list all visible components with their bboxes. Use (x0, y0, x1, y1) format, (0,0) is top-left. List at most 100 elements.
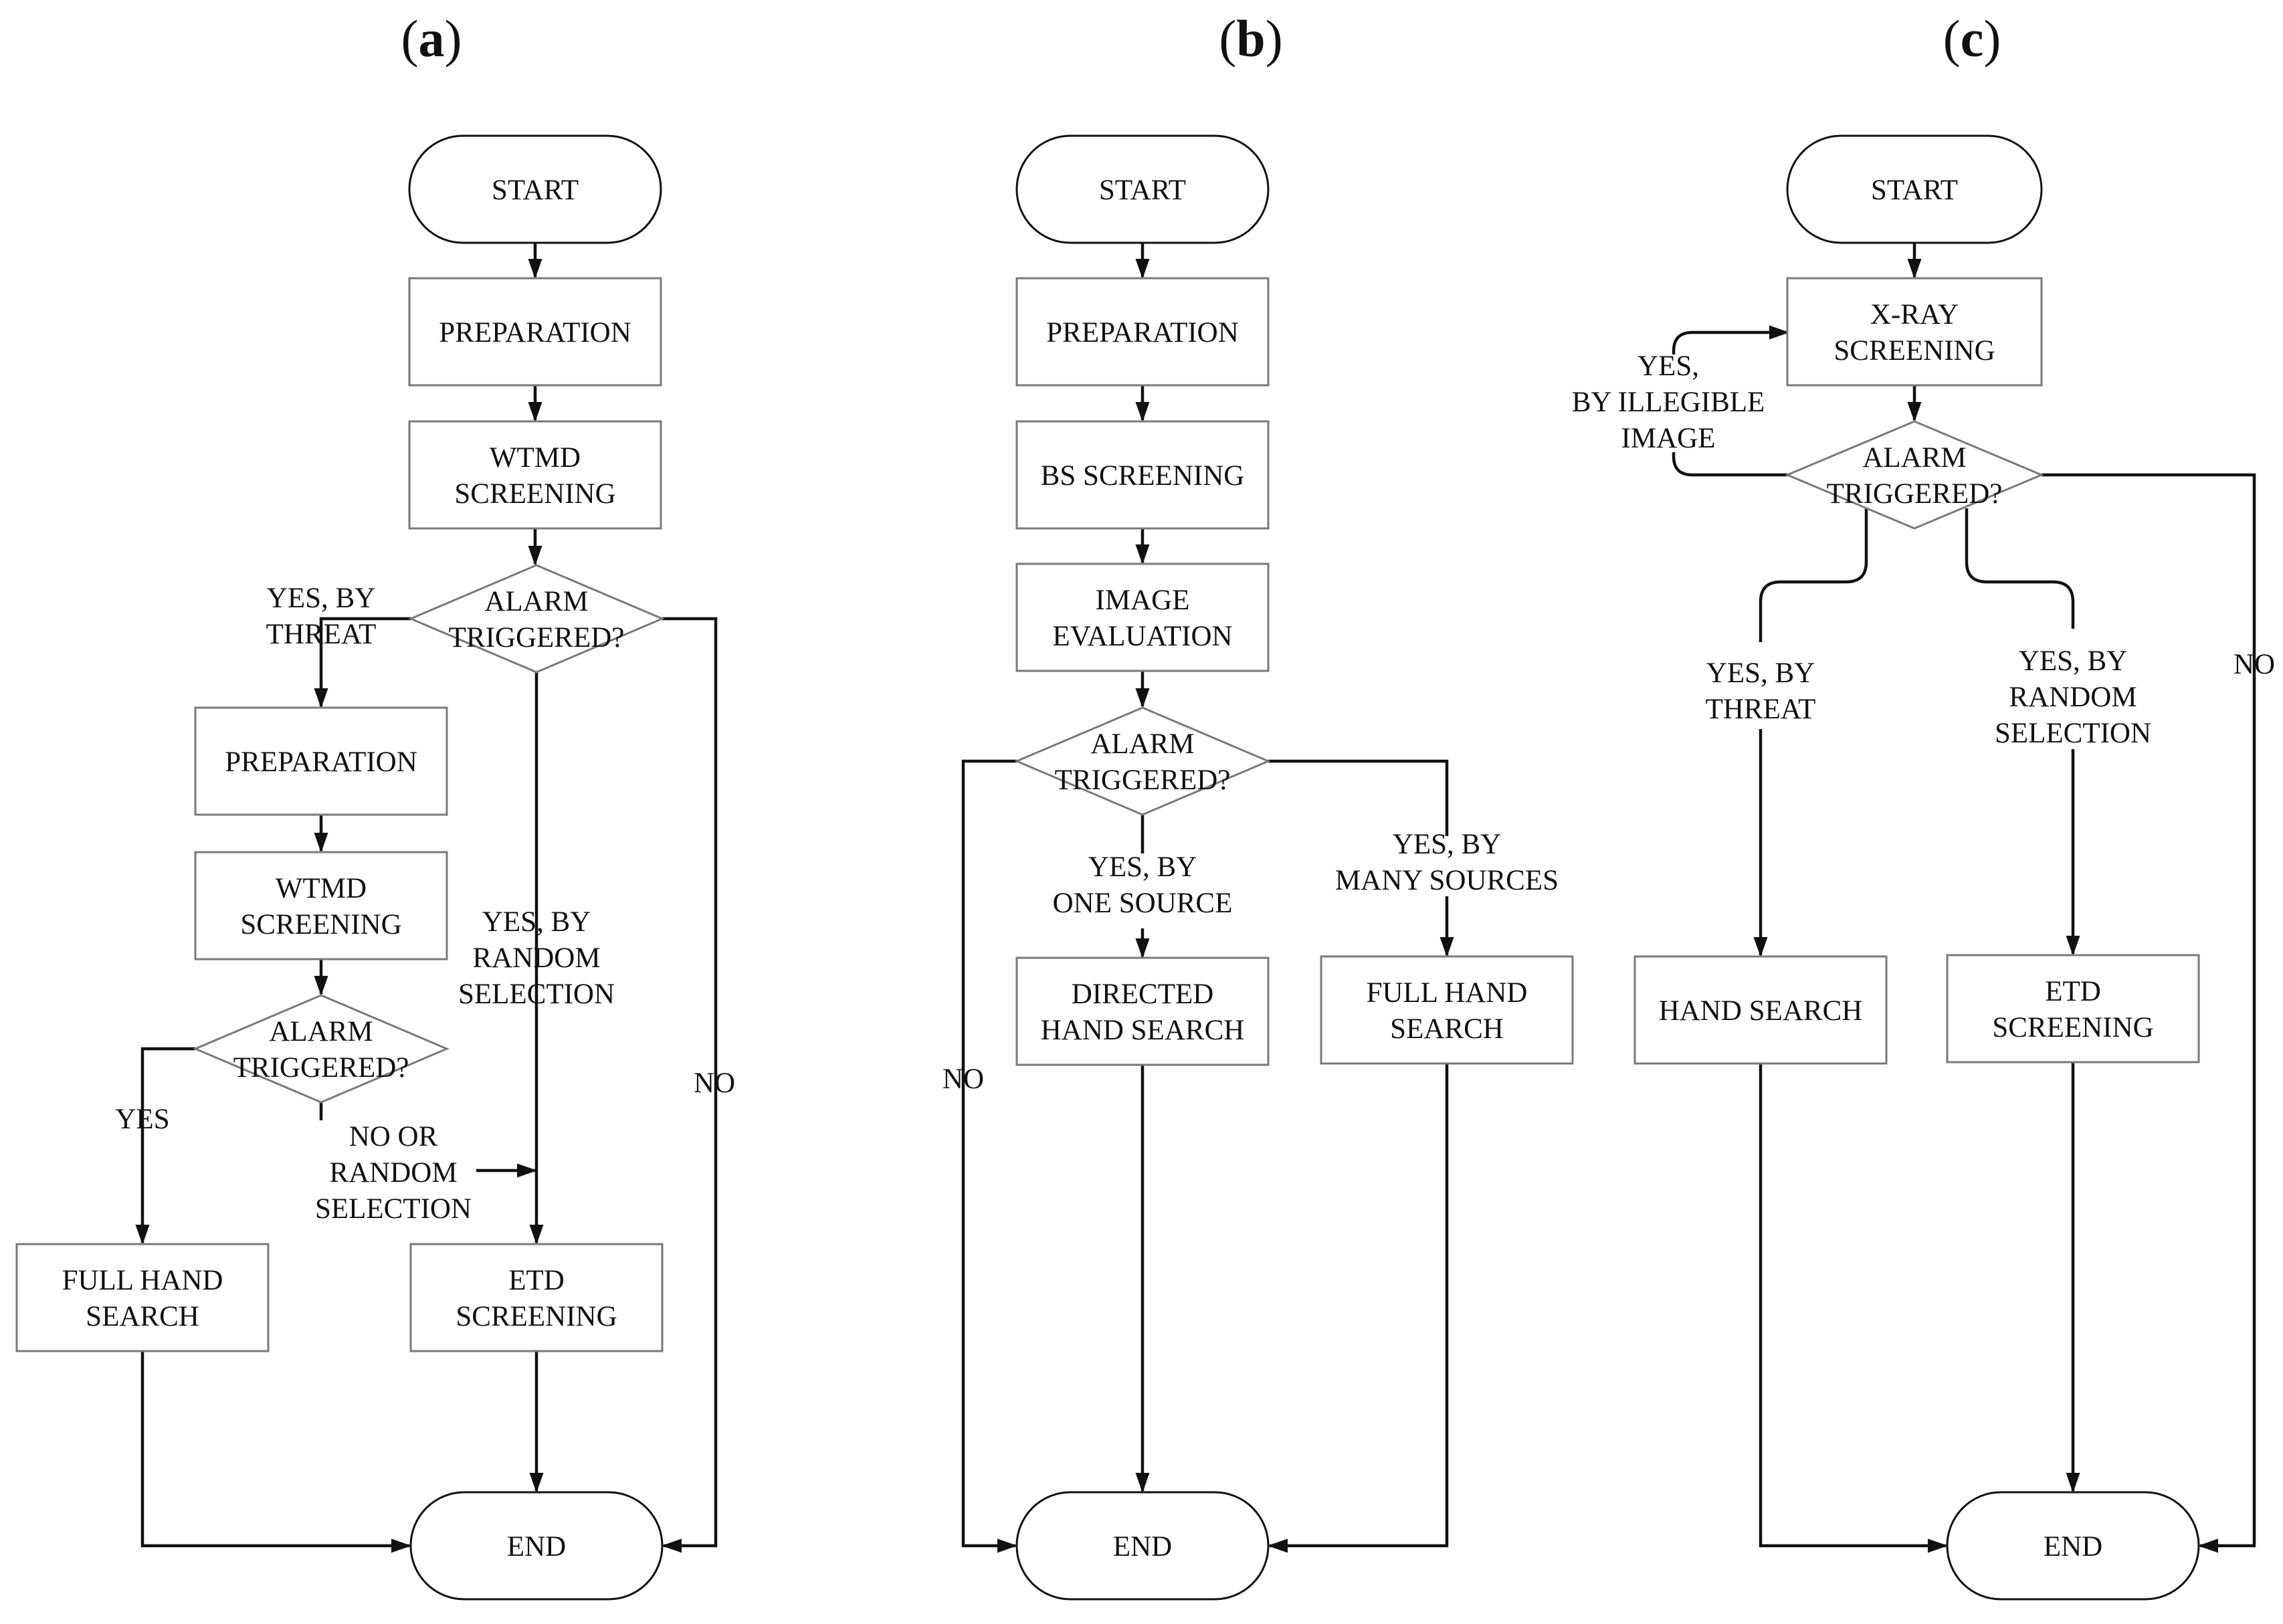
panel-label-c: (c) (1943, 9, 2001, 68)
b-alarm-decision-shape (1014, 706, 1271, 816)
c-end-terminal-label: END (2044, 1531, 2102, 1562)
a-end-terminal: END (409, 1491, 664, 1601)
c-hand-search-box: HAND SEARCH (1633, 955, 1888, 1065)
b-preparation-box-shape (1015, 277, 1270, 387)
b-end-terminal-label: END (1113, 1531, 1172, 1562)
b-start-terminal-shape (1015, 134, 1270, 244)
c-end-terminal-shape (1946, 1491, 2200, 1601)
a-edge-alarm2-yes (135, 1047, 195, 1245)
a-start-terminal-label: START (492, 175, 579, 206)
c-alarm-decision-shape (1785, 420, 2044, 530)
b-image-evaluation-box-shape (1015, 563, 1270, 672)
b-edge-alarm-no (961, 759, 1017, 1553)
a-edge-fullhand-end (140, 1351, 411, 1553)
connector-lines (135, 243, 2256, 1553)
a-preparation-box-2-label: PREPARATION (225, 746, 417, 778)
a-alarm-decision-2-shape (193, 994, 450, 1104)
b-end-terminal-shape (1015, 1491, 1270, 1601)
c-hand-search-box-shape (1633, 955, 1888, 1065)
a-end-terminal-label: END (507, 1531, 566, 1562)
b-label-no: NO (942, 1063, 984, 1095)
b-full-hand-search-box-shape (1320, 955, 1574, 1065)
a-edge-alarm-no (662, 617, 718, 1553)
b-bs-screening-box-shape (1015, 420, 1270, 530)
a-preparation-box-1-shape (408, 277, 662, 387)
a-alarm-decision-1-shape (408, 564, 665, 674)
panel-label-b: (b) (1219, 9, 1282, 68)
c-edge-alarm-random-tick (1965, 508, 2075, 629)
a-preparation-box-2: PREPARATION (194, 706, 448, 816)
a-full-hand-search-box-shape (15, 1243, 270, 1352)
c-hand-search-box-label: HAND SEARCH (1659, 995, 1863, 1027)
b-edge-fullhand-end (1268, 1063, 1449, 1553)
a-start-terminal-shape (408, 134, 662, 244)
c-start-terminal-shape (1786, 134, 2043, 244)
c-start-terminal: START (1786, 134, 2043, 244)
c-edge-alarm-no (2042, 473, 2256, 1553)
b-start-terminal: START (1015, 134, 1270, 244)
b-end-terminal: END (1015, 1491, 1270, 1601)
c-label-no: NO (2234, 649, 2275, 680)
c-end-terminal: END (1946, 1491, 2200, 1601)
c-edge-alarm-illegible-tail (1672, 452, 1787, 477)
c-xray-screening-box-shape (1786, 277, 2043, 387)
a-label-yes: YES (115, 1104, 169, 1135)
b-preparation-box-label: PREPARATION (1046, 317, 1239, 348)
b-directed-hand-search-box-shape (1015, 956, 1270, 1066)
c-start-terminal-label: START (1871, 175, 1958, 206)
c-etd-screening-box-shape (1946, 954, 2200, 1063)
a-wtmd-screening-box-2-shape (194, 851, 448, 960)
a-edge-alarm-yes-threat (314, 617, 411, 708)
c-edge-alarm-illegible (1672, 325, 1789, 354)
a-preparation-box-1: PREPARATION (408, 277, 662, 387)
a-preparation-box-2-shape (194, 706, 448, 816)
c-edge-hand-end (1759, 1063, 1948, 1553)
c-edge-alarm-threat-tick (1759, 508, 1868, 642)
b-bs-screening-box: BS SCREENING (1015, 420, 1270, 530)
a-etd-screening-box-shape (409, 1243, 664, 1352)
b-edge-alarm-many-tick (1268, 759, 1449, 836)
panel-label-a: (a) (401, 9, 462, 68)
b-preparation-box: PREPARATION (1015, 277, 1270, 387)
b-start-terminal-label: START (1099, 175, 1186, 206)
a-wtmd-screening-box-1-shape (408, 420, 662, 530)
a-end-terminal-shape (409, 1491, 664, 1601)
a-start-terminal: START (408, 134, 662, 244)
